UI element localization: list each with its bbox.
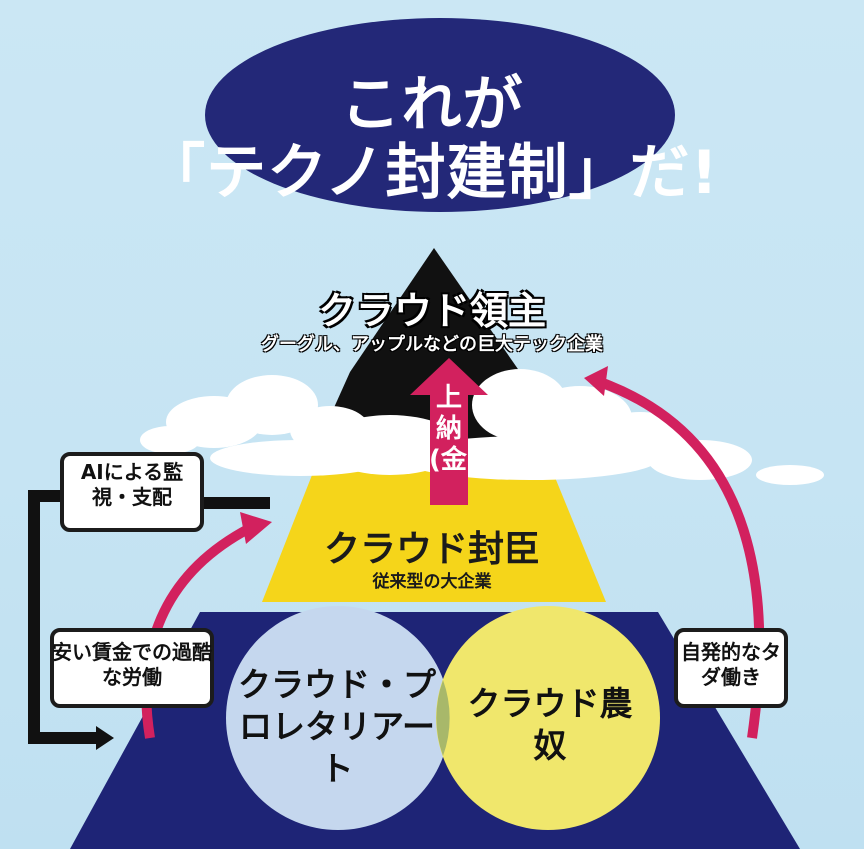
- serf-circle: [436, 606, 660, 830]
- title-ellipse: [205, 18, 675, 212]
- ai-control-line: [28, 490, 270, 744]
- tribute-up-arrow: [410, 358, 488, 505]
- serf-label: クラウド農奴: [467, 684, 633, 765]
- lord-title: クラウド領主: [317, 289, 546, 333]
- title-line-2: 「テクノ封建制」だ!: [145, 138, 719, 208]
- vassal-subtitle: 従来型の大企業: [372, 572, 492, 592]
- cloud-band: [140, 369, 824, 485]
- vassal-tier-trapezoid: [262, 470, 606, 602]
- cheap-wages-box: [50, 628, 214, 708]
- ai-surveillance-label: AIによる監視・支配: [80, 460, 184, 509]
- vassal-title: クラウド封臣: [323, 529, 540, 570]
- right-free-work-arrowhead: [584, 366, 608, 396]
- left-exploitation-arrowhead: [240, 512, 272, 544]
- title-line-1: これが: [340, 70, 524, 140]
- ai-control-arrowhead: [96, 726, 114, 750]
- free-work-box: [674, 628, 788, 708]
- proletariat-label: クラウド・プロレタリアート: [238, 665, 436, 788]
- lord-subtitle: グーグル、アップルなどの巨大テック企業: [261, 334, 603, 355]
- circle-overlap: [436, 680, 450, 756]
- cheap-wages-label: 安い賃金での過酷な労働: [52, 640, 212, 689]
- tribute-label: 上納(金): [429, 383, 479, 475]
- free-work-label: 自発的なタダ働き: [681, 640, 781, 689]
- proletariat-circle: [226, 606, 450, 830]
- ai-surveillance-box: [60, 452, 204, 532]
